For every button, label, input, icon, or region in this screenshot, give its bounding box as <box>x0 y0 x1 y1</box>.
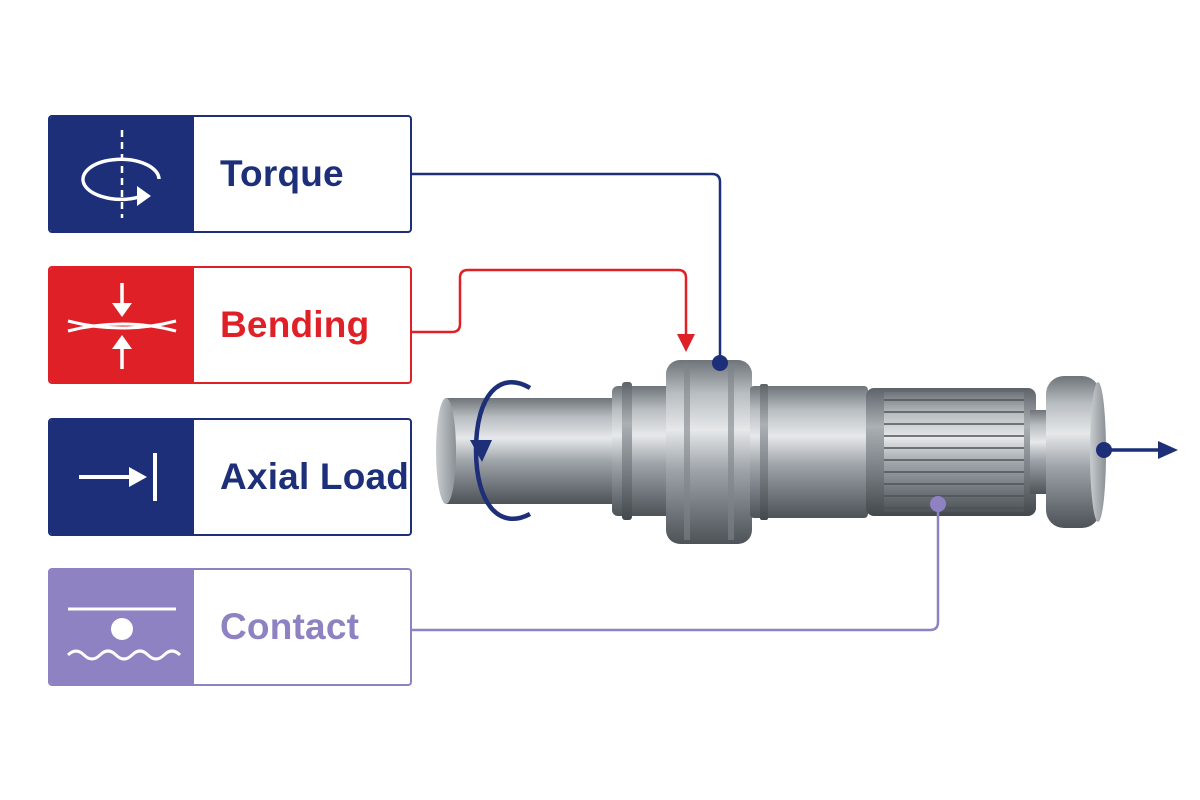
rotation-icon <box>50 117 194 231</box>
rotation-arrow-icon <box>470 380 532 521</box>
shaft-step <box>612 386 674 516</box>
card-label-bending: Bending <box>220 304 370 345</box>
shaft-collar <box>666 360 752 544</box>
shaft-left-journal <box>436 398 616 504</box>
shaft-spline <box>866 388 1036 516</box>
card-label-contact: Contact <box>220 606 360 647</box>
bending-icon <box>50 268 194 382</box>
card-label-axial-load: Axial Load <box>220 456 410 497</box>
axial-load-icon <box>50 420 194 534</box>
connector-axial-load <box>1096 441 1178 459</box>
contact-icon <box>50 570 194 684</box>
card-bending: Bending <box>48 266 412 384</box>
card-label-torque: Torque <box>220 153 344 194</box>
shaft-body <box>750 386 868 518</box>
card-axial-load: Axial Load <box>48 418 412 536</box>
connector-torque <box>412 172 728 371</box>
connector-bending <box>412 268 695 352</box>
connector-contact <box>412 496 946 632</box>
card-contact: Contact <box>48 568 412 686</box>
card-torque: Torque <box>48 115 412 233</box>
